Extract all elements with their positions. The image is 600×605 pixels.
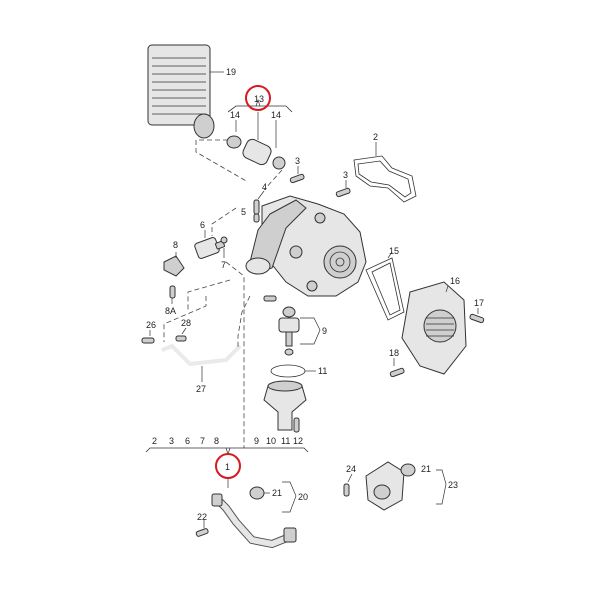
connector-pipe-13[interactable]	[241, 137, 273, 166]
bolt-12[interactable]	[293, 417, 300, 433]
label-24: 24	[346, 464, 356, 474]
retaining-clip-8[interactable]	[163, 255, 185, 277]
label-3b: 3	[343, 170, 348, 180]
drive-belt-15[interactable]	[365, 257, 405, 321]
label-21-left: 21	[272, 488, 282, 498]
label-14-left: 14	[230, 110, 240, 120]
o-ring-14-right[interactable]	[272, 156, 286, 170]
row-label-3: 3	[169, 436, 174, 446]
bolt-26[interactable]	[141, 337, 155, 344]
label-22: 22	[197, 512, 207, 522]
highlight-circle-1	[215, 453, 241, 479]
seal-11[interactable]	[270, 364, 306, 378]
belt-cover-16[interactable]	[401, 281, 467, 375]
row-label-7: 7	[200, 436, 205, 446]
label-20: 20	[298, 492, 308, 502]
label-4: 4	[262, 182, 267, 192]
highlight-circle-13	[245, 85, 271, 111]
label-26: 26	[146, 320, 156, 330]
bolt-5[interactable]	[253, 213, 260, 223]
label-15: 15	[389, 246, 399, 256]
o-ring-21-left[interactable]	[249, 486, 265, 500]
label-27: 27	[196, 384, 206, 394]
label-14-right: 14	[271, 110, 281, 120]
bolt-28[interactable]	[175, 335, 187, 342]
bolt-24[interactable]	[343, 483, 350, 497]
o-ring-7[interactable]	[220, 236, 228, 244]
label-5: 5	[241, 207, 246, 217]
bolt-3a[interactable]	[289, 173, 305, 184]
label-8a: 8A	[165, 306, 176, 316]
label-2: 2	[373, 132, 378, 142]
bolt-22[interactable]	[195, 528, 209, 537]
label-16: 16	[450, 276, 460, 286]
water-pump-housing[interactable]	[245, 195, 367, 297]
label-17: 17	[474, 298, 484, 308]
label-28: 28	[181, 318, 191, 328]
coolant-pipe-20[interactable]	[211, 493, 297, 549]
thermostat-9[interactable]	[278, 306, 300, 356]
row-label-8: 8	[214, 436, 219, 446]
bolt-4[interactable]	[253, 199, 260, 215]
coolant-pipe-27[interactable]	[161, 343, 242, 367]
bolt-17[interactable]	[469, 313, 485, 324]
gasket-2[interactable]	[353, 155, 417, 203]
label-19: 19	[226, 67, 236, 77]
temperature-sender-6[interactable]	[194, 237, 226, 260]
bolt-3b[interactable]	[335, 187, 351, 198]
label-1: 1	[225, 462, 230, 472]
row-label-10: 10	[266, 436, 276, 446]
row-label-9: 9	[254, 436, 259, 446]
label-21-right: 21	[421, 464, 431, 474]
o-ring-14-left[interactable]	[226, 135, 242, 149]
label-7: 7	[221, 260, 226, 270]
coolant-flange-23[interactable]	[365, 461, 405, 511]
label-23: 23	[448, 480, 458, 490]
label-6: 6	[200, 220, 205, 230]
label-13: 13	[254, 94, 264, 104]
bolt-8a[interactable]	[169, 285, 176, 299]
row-label-12: 12	[293, 436, 303, 446]
row-label-6: 6	[185, 436, 190, 446]
bolt-9[interactable]	[263, 295, 277, 302]
label-8: 8	[173, 240, 178, 250]
thermostat-housing-10[interactable]	[263, 380, 307, 431]
o-ring-21-right[interactable]	[400, 463, 416, 477]
label-3a: 3	[295, 156, 300, 166]
row-label-11: 11	[281, 436, 290, 446]
row-label-2: 2	[152, 436, 157, 446]
bolt-18[interactable]	[389, 367, 405, 378]
label-11: 11	[318, 366, 327, 376]
oil-cooler[interactable]	[147, 44, 215, 139]
label-9: 9	[322, 326, 327, 336]
label-18: 18	[389, 348, 399, 358]
